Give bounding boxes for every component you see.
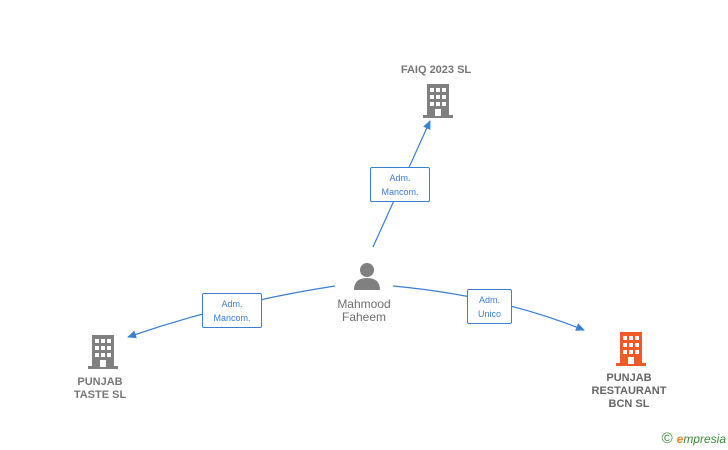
building-icon[interactable]	[614, 331, 648, 367]
node-label-punjab-taste[interactable]: PUNJAB TASTE SL	[73, 376, 127, 401]
person-icon[interactable]	[352, 261, 382, 291]
building-icon[interactable]	[421, 83, 455, 119]
edge-label-punjab-restaurant: Adm. Unico	[467, 289, 512, 324]
building-icon[interactable]	[86, 334, 120, 370]
edge-label-punjab-taste: Adm. Mancom.	[202, 293, 262, 328]
brand-logo-initial: e	[676, 431, 684, 446]
node-label-faiq[interactable]: FAIQ 2023 SL	[400, 64, 472, 76]
brand-logo-text: mpresia	[683, 431, 726, 446]
node-label-punjab-restaurant[interactable]: PUNJAB RESTAURANT BCN SL	[591, 372, 667, 410]
brand-footer: © e mpresia	[662, 430, 726, 447]
copyright-icon: ©	[661, 430, 673, 447]
edge-label-faiq: Adm. Mancom.	[370, 167, 430, 202]
node-label-person[interactable]: Mahmood Faheem	[337, 297, 391, 324]
